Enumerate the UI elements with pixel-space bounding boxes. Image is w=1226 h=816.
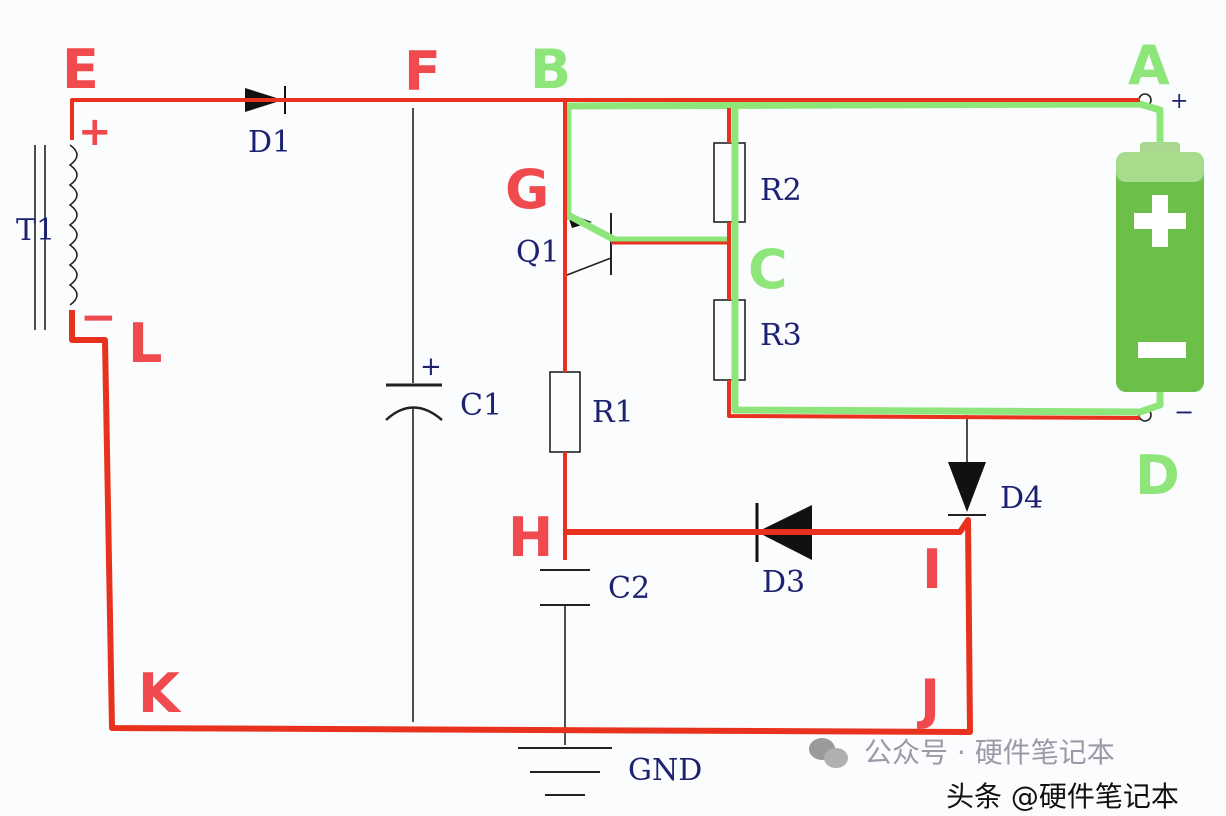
label-c2: C2 — [608, 571, 650, 606]
label-t1: T1 — [16, 213, 55, 248]
terminal-minus: − — [1174, 398, 1194, 426]
terminal-plus: + — [1170, 89, 1188, 114]
watermark-toutiao: 头条 @硬件笔记本 — [946, 780, 1179, 813]
node-b: B — [530, 38, 571, 101]
node-h: H — [508, 506, 553, 569]
component-outlines — [34, 93, 1152, 796]
node-e: E — [62, 38, 99, 101]
node-l: L — [128, 312, 162, 375]
label-gnd: GND — [628, 753, 702, 788]
diode-d4-icon — [948, 462, 986, 512]
label-r1: R1 — [592, 395, 634, 430]
watermark-wechat: 公众号 · 硬件笔记本 — [864, 736, 1115, 769]
node-c: C — [748, 238, 788, 301]
label-r3: R3 — [760, 318, 802, 353]
power-path — [69, 98, 1141, 735]
transformer-coil — [68, 144, 78, 306]
label-d3: D3 — [762, 565, 805, 600]
label-d1: D1 — [248, 125, 291, 160]
node-g: G — [505, 158, 549, 221]
wechat-icon — [809, 738, 848, 768]
node-k: K — [138, 662, 182, 725]
polarity-minus: − — [80, 292, 117, 343]
polarity-plus: + — [78, 109, 112, 155]
node-d: D — [1135, 444, 1180, 507]
label-c1: C1 — [460, 388, 502, 423]
node-f: F — [404, 40, 441, 103]
label-q1: Q1 — [516, 235, 560, 270]
node-j: J — [916, 668, 940, 731]
node-a: A — [1128, 34, 1170, 97]
label-d4: D4 — [1000, 481, 1043, 516]
node-i: I — [922, 538, 942, 601]
label-r2: R2 — [760, 173, 802, 208]
charge-path — [564, 100, 1164, 416]
c1-plus: + — [420, 352, 442, 382]
battery-icon — [1116, 142, 1204, 392]
